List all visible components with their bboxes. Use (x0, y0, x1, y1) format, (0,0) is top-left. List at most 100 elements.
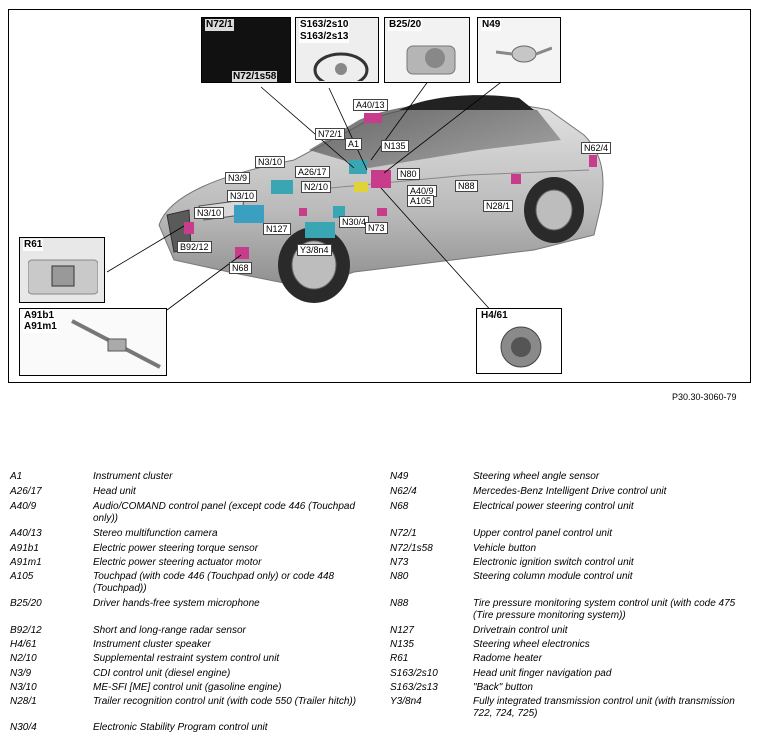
legend-code: H4/61 (10, 639, 37, 650)
legend-description: ME-SFI [ME] control unit (gasoline engin… (93, 682, 282, 693)
legend-code: A105 (10, 571, 34, 582)
legend-code: N2/10 (10, 653, 37, 664)
legend-description: Steering wheel angle sensor (473, 471, 600, 482)
legend-description: Fully integrated transmission control un… (473, 696, 735, 719)
inset-microphone: B25/20 (384, 17, 470, 83)
callout-a1: A1 (345, 138, 363, 150)
inset-power-steering: A91b1 A91m1 (19, 308, 167, 376)
legend-description: Vehicle button (473, 543, 537, 554)
callout-n88: N88 (455, 180, 478, 192)
steering-rack-icon (71, 319, 161, 369)
inset-label: S163/2s13 (299, 31, 350, 43)
legend-code: N127 (390, 625, 414, 636)
legend-description: Trailer recognition control unit (with c… (93, 696, 357, 707)
legend-description: Short and long-range radar sensor (93, 625, 246, 636)
legend-code: A26/17 (10, 486, 42, 497)
legend-description: Supplemental restraint system control un… (93, 653, 280, 664)
callout-a26-17: A26/17 (295, 166, 330, 178)
radome-icon (28, 259, 98, 295)
legend-code: R61 (390, 653, 409, 664)
callout-n3-10: N3/10 (227, 190, 258, 202)
figure-reference-code: P30.30-3060-79 (672, 392, 737, 402)
callout-n3-10: N3/10 (255, 156, 286, 168)
callout-n28-1: N28/1 (483, 200, 514, 212)
inset-radome: R61 (19, 237, 105, 303)
inset-label: N72/1 (205, 19, 234, 31)
callout-n3-10: N3/10 (194, 207, 225, 219)
inset-label: N72/1s58 (232, 71, 278, 82)
inset-upper-control-panel: N72/1 N72/1s58 (201, 17, 291, 83)
inset-label: N49 (481, 19, 502, 31)
legend-description: Stereo multifunction camera (93, 528, 218, 539)
legend-code: N73 (390, 557, 409, 568)
legend-description: Electric power steering torque sensor (93, 543, 259, 554)
callout-n62-4: N62/4 (581, 142, 612, 154)
inset-label: A91m1 (23, 321, 58, 333)
legend-description: Electrical power steering control unit (473, 501, 634, 512)
legend-description: Head unit finger navigation pad (473, 668, 612, 679)
legend-code: A40/13 (10, 528, 42, 539)
inset-label: R61 (23, 239, 44, 251)
callout-n72-1: N72/1 (315, 128, 346, 140)
callout-a40-13: A40/13 (353, 99, 388, 111)
legend-description: Touchpad (with code 446 (Touchpad only) … (93, 571, 335, 594)
callout-b92-12: B92/12 (177, 241, 212, 253)
legend-description: Upper control panel control unit (473, 528, 612, 539)
legend-code: A91b1 (10, 543, 39, 554)
legend-description: CDI control unit (diesel engine) (93, 668, 231, 679)
callout-n135: N135 (381, 140, 409, 152)
inset-label: H4/61 (480, 310, 509, 322)
inset-instrument-speaker: H4/61 (476, 308, 562, 374)
microphone-icon (406, 45, 456, 75)
callout-n2-10: N2/10 (301, 181, 332, 193)
legend-description: Drivetrain control unit (473, 625, 568, 636)
inset-label: S163/2s10 (299, 19, 350, 31)
legend-description: Radome heater (473, 653, 542, 664)
legend-code: N62/4 (390, 486, 417, 497)
legend-code: N135 (390, 639, 414, 650)
legend-code: N88 (390, 598, 409, 609)
steering-wheel-icon (313, 52, 369, 81)
legend-code: B25/20 (10, 598, 42, 609)
legend-code: N3/9 (10, 668, 32, 679)
callout-n30-4: N30/4 (339, 216, 370, 228)
legend-description: Steering column module control unit (473, 571, 633, 582)
inset-label: A91b1 (23, 310, 56, 322)
legend-code: N30/4 (10, 722, 37, 733)
legend-description: "Back" button (473, 682, 533, 693)
legend-description: Driver hands-free system microphone (93, 598, 260, 609)
sensor-icon (496, 45, 552, 63)
speaker-icon (500, 326, 542, 368)
legend-code: N72/1s58 (390, 543, 433, 554)
legend-description: Electric power steering actuator motor (93, 557, 262, 568)
legend-description: Instrument cluster speaker (93, 639, 211, 650)
callout-n127: N127 (263, 223, 291, 235)
legend-code: N49 (390, 471, 409, 482)
legend-description: Electronic ignition switch control unit (473, 557, 634, 568)
legend-description: Electronic Stability Program control uni… (93, 722, 268, 733)
legend-code: N80 (390, 571, 409, 582)
legend-code: A1 (10, 471, 23, 482)
callout-n68: N68 (229, 262, 252, 274)
component-location-figure: N72/1 N72/1s58 S163/2s10 S163/2s13 B25/2… (8, 9, 751, 383)
legend-code: N3/10 (10, 682, 37, 693)
legend-code: B92/12 (10, 625, 42, 636)
legend-code: N28/1 (10, 696, 37, 707)
inset-label: B25/20 (388, 19, 423, 31)
legend-code: A91m1 (10, 557, 42, 568)
legend-description: Tire pressure monitoring system control … (473, 598, 736, 621)
legend-code: A40/9 (10, 501, 37, 512)
legend-description: Instrument cluster (93, 471, 173, 482)
legend-code: S163/2s10 (390, 668, 438, 679)
callout-y3-8n4: Y3/8n4 (297, 244, 332, 256)
legend-description: Mercedes-Benz Intelligent Drive control … (473, 486, 667, 497)
legend-code: Y3/8n4 (390, 696, 422, 707)
callout-n80: N80 (397, 168, 420, 180)
inset-steering-angle-sensor: N49 (477, 17, 561, 83)
legend-code: N68 (390, 501, 409, 512)
legend-description: Steering wheel electronics (473, 639, 590, 650)
inset-steering-wheel: S163/2s10 S163/2s13 (295, 17, 379, 83)
legend-code: S163/2s13 (390, 682, 438, 693)
